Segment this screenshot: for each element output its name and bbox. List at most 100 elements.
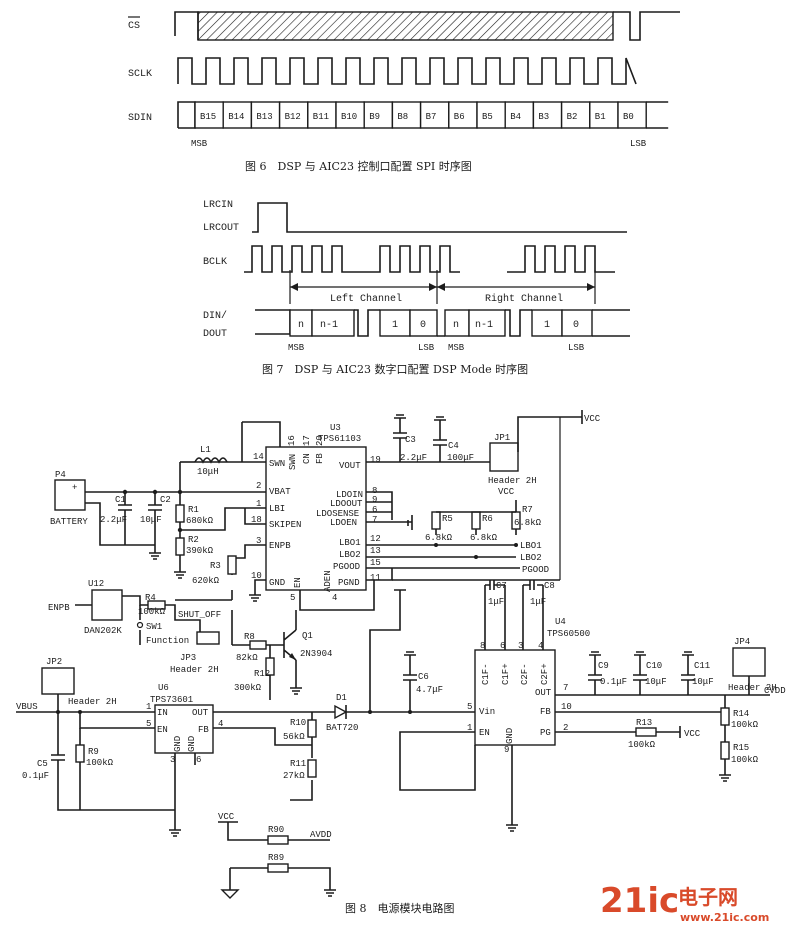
u6-num-4: 4 xyxy=(218,719,223,729)
left-arrow-head-l xyxy=(290,283,298,291)
sdin-label-b8: B8 xyxy=(397,112,408,122)
u3-box xyxy=(265,446,367,591)
r89-resistor xyxy=(267,863,289,873)
u4-pin-c1p: C1F+ xyxy=(501,663,511,685)
u4-num-6: 6 xyxy=(500,641,505,651)
sw1-function: Function xyxy=(146,636,189,646)
u3-pin-en: EN xyxy=(293,577,303,588)
c10-val: 10μF xyxy=(645,677,667,687)
r6-ref: R6 xyxy=(482,514,493,524)
cell-left-n: n xyxy=(298,320,304,331)
sdin-cell-b5 xyxy=(476,101,506,129)
gnd-c6-icon xyxy=(404,651,416,656)
l1-inductor xyxy=(194,457,228,464)
fig7-lsb-right: LSB xyxy=(568,343,585,353)
r1-val: 680kΩ xyxy=(186,516,214,526)
lrcin-label: LRCIN xyxy=(203,200,233,211)
u3-num-10: 10 xyxy=(251,571,262,581)
dout-label: DOUT xyxy=(203,329,227,340)
r4-val: 100kΩ xyxy=(138,607,166,617)
avdd-net-label: AVDD xyxy=(310,830,332,840)
u6-ref: U6 xyxy=(158,683,169,693)
sw1-ref: SW1 xyxy=(146,622,162,632)
u4-num-5: 5 xyxy=(467,702,472,712)
u4-num-4: 4 xyxy=(538,641,543,651)
sdin-label-b7: B7 xyxy=(426,112,437,122)
u3-pin-enpb: ENPB xyxy=(269,541,291,551)
u4-pin-fb: FB xyxy=(540,707,551,717)
u3-pin-ldoout: LDOOUT xyxy=(330,499,363,509)
u3-pin-swn: SWN xyxy=(269,459,285,469)
fig8-schematic: VCC U3 TPS61103 SWN VBAT LBI SKIPEN ENPB… xyxy=(16,410,786,915)
u3-pin-skipen: SKIPEN xyxy=(269,520,301,530)
skipen-wire xyxy=(244,508,266,525)
u4-pin-c2p: C2F+ xyxy=(540,663,550,685)
u3-num-17: 17 xyxy=(302,435,312,446)
sw1-contact xyxy=(136,621,144,629)
u4-num-10: 10 xyxy=(561,702,572,712)
u3-ref: U3 xyxy=(330,423,341,433)
r9-val: 100kΩ xyxy=(86,758,114,768)
u6-pin-gnd: GND xyxy=(173,736,183,752)
din-lead xyxy=(255,309,291,335)
avdd-wire xyxy=(227,822,330,841)
u3-num-14: 14 xyxy=(253,452,264,462)
u4-num-8: 8 xyxy=(480,641,485,651)
sdin-label-b14: B14 xyxy=(228,112,244,122)
sdin-label-b11: B11 xyxy=(313,112,329,122)
gnd-q1-icon xyxy=(290,687,302,695)
u3-pin-ldosense: LDOSENSE xyxy=(316,509,359,519)
vbus-net-label: VBUS xyxy=(16,702,38,712)
r8-ref: R8 xyxy=(244,632,255,642)
c8-capacitor xyxy=(522,580,544,650)
c4-val: 100μF xyxy=(447,453,474,463)
fig7-msb-right: MSB xyxy=(448,343,465,353)
u6-pin-fb: FB xyxy=(198,725,209,735)
watermark-url: www.21ic.com xyxy=(680,911,769,924)
r5-resistor xyxy=(431,511,441,530)
u4-en-loop xyxy=(399,731,476,791)
l1-ref: L1 xyxy=(200,445,211,455)
sdin-cell-b1 xyxy=(589,101,619,129)
left-arrow-head-r xyxy=(429,283,437,291)
r12-ref: R12 xyxy=(254,669,270,679)
fig7-dsp-timing: LRCIN LRCOUT BCLK Left Channel Right Cha… xyxy=(203,200,630,376)
r4-ref: R4 xyxy=(145,593,156,603)
u4-fb-pg-wires xyxy=(555,711,725,733)
u3-num-8: 8 xyxy=(372,486,377,496)
fig7-msb-left: MSB xyxy=(288,343,305,353)
u4-num-9: 9 xyxy=(504,745,509,755)
gnd-ldo-icon xyxy=(407,515,413,530)
cell-right-0: 0 xyxy=(573,320,579,331)
fig6-msb: MSB xyxy=(191,139,208,149)
cell-right-1: 1 xyxy=(544,320,550,331)
d1-diode xyxy=(334,704,348,720)
r6-resistor xyxy=(471,511,481,530)
u4-pin-pg: PG xyxy=(540,728,551,738)
cvdd-net-label: CVDD xyxy=(764,686,786,696)
c1-ref: C1 xyxy=(115,495,126,505)
c11-capacitor xyxy=(681,655,695,695)
jp4-ref: JP4 xyxy=(734,637,750,647)
r89-wire xyxy=(229,867,331,890)
r10-ref: R10 xyxy=(290,718,306,728)
c11-val: 10μF xyxy=(692,677,714,687)
fig7-lsb-left: LSB xyxy=(418,343,435,353)
u12-ref: U12 xyxy=(88,579,104,589)
u3-num-18: 18 xyxy=(251,515,262,525)
gnd-u6-icon xyxy=(169,829,181,837)
u3-pin-aden: ADEN xyxy=(323,570,333,592)
u3-pin-cn: CN xyxy=(302,453,312,464)
p4-plus-icon: + xyxy=(72,483,77,493)
vcc-r7-label: VCC xyxy=(498,487,515,497)
left-channel-label: Left Channel xyxy=(330,293,402,305)
sdin-lead xyxy=(177,101,196,129)
r13-val: 100kΩ xyxy=(628,740,656,750)
u3-num-11: 11 xyxy=(370,573,381,583)
c9-val: 0.1μF xyxy=(600,677,627,687)
c3-ref: C3 xyxy=(405,435,416,445)
u3-gnd-wire xyxy=(254,579,266,595)
q1-emitter-arrow xyxy=(289,653,296,660)
jp4-box xyxy=(732,647,766,677)
cs-trail xyxy=(613,11,680,41)
